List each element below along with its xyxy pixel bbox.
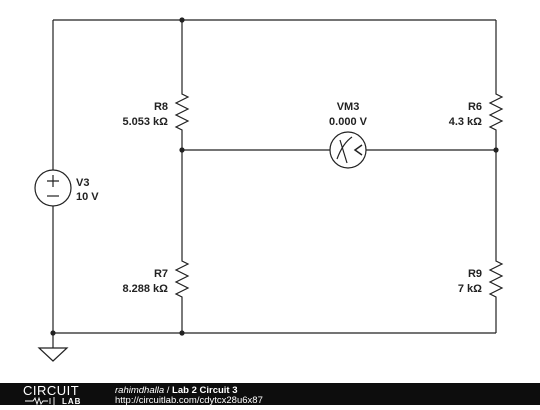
ground-icon xyxy=(37,347,69,362)
resistor-r9[interactable] xyxy=(488,257,504,299)
logo-wire-icon xyxy=(25,396,55,406)
junction-dot xyxy=(179,147,185,153)
v3-name: V3 xyxy=(76,177,89,189)
logo-top-text: CIRCUIT xyxy=(23,383,79,398)
junction-dot xyxy=(50,330,56,336)
resistor-r8[interactable] xyxy=(174,90,190,133)
circuitlab-logo[interactable]: CIRCUIT LAB xyxy=(23,383,81,406)
voltage-source-v3[interactable] xyxy=(34,169,72,207)
r9-name: R9 xyxy=(468,268,482,280)
junction-dot xyxy=(493,147,499,153)
r6-name: R6 xyxy=(468,101,482,113)
resistor-r6[interactable] xyxy=(488,90,504,133)
r6-value: 4.3 kΩ xyxy=(449,116,482,128)
v3-value: 10 V xyxy=(76,191,99,203)
logo-bottom-text: LAB xyxy=(62,397,81,405)
footer-bar xyxy=(0,383,540,405)
footer-url[interactable]: http://circuitlab.com/cdytcx28u6x87 xyxy=(115,395,263,406)
footer-separator: / xyxy=(164,385,172,396)
footer-author[interactable]: rahimdhalla xyxy=(115,385,164,396)
vm3-name: VM3 xyxy=(337,101,360,113)
r7-value: 8.288 kΩ xyxy=(122,283,168,295)
r8-value: 5.053 kΩ xyxy=(122,116,168,128)
wires xyxy=(52,19,497,348)
junctions xyxy=(50,17,499,336)
r7-name: R7 xyxy=(154,268,168,280)
r9-value: 7 kΩ xyxy=(458,283,482,295)
voltmeter-vm3[interactable] xyxy=(329,131,367,169)
vm3-value: 0.000 V xyxy=(329,116,368,128)
footer-circuit-title[interactable]: Lab 2 Circuit 3 xyxy=(172,385,237,396)
r8-name: R8 xyxy=(154,101,168,113)
junction-dot xyxy=(179,330,185,336)
footer-title-line: rahimdhalla / Lab 2 Circuit 3 xyxy=(115,385,238,396)
junction-dot xyxy=(179,17,185,23)
resistor-r7[interactable] xyxy=(174,257,190,299)
